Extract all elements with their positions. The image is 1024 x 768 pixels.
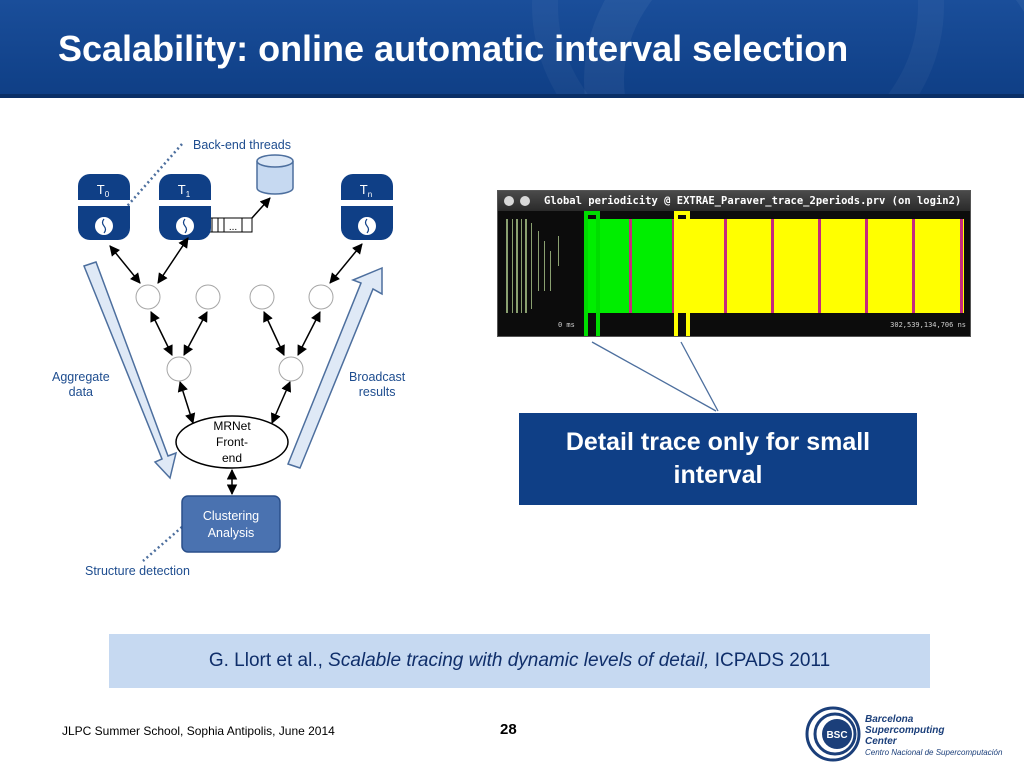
mrnet-frontend-node: [175, 415, 289, 469]
internal-nodes: [135, 284, 334, 382]
trace-timeline: 0 ms 302,539,134,706 ns: [498, 211, 970, 336]
trace-time-start: 0 ms: [558, 321, 575, 329]
citation-bar: G. Llort et al., Scalable tracing with d…: [109, 634, 930, 688]
slide-title: Scalability: online automatic interval s…: [58, 28, 849, 69]
backend-threads-label: Back-end threads: [193, 138, 291, 152]
bsc-line3: Center: [865, 736, 897, 747]
window-close-icon: [504, 196, 514, 206]
broadcast-arrow: [287, 266, 383, 469]
thread-subscript: n: [368, 190, 372, 199]
structure-pointer-line: [142, 526, 183, 562]
callout-line2: interval: [673, 461, 763, 489]
citation-venue: ICPADS 2011: [714, 650, 831, 671]
trace-window-titlebar: Global periodicity @ EXTRAE_Paraver_trac…: [498, 191, 970, 211]
clustering-label-2: Analysis: [208, 526, 255, 540]
thread-node-t1: T1: [159, 174, 211, 240]
callout-pointer-yellow: [680, 341, 719, 412]
thread-letter: T: [360, 182, 368, 197]
database-icon: [256, 154, 294, 195]
aggregate-data-label: Aggregate data: [52, 370, 110, 400]
tree-edges: [109, 237, 363, 496]
aggregate-arrow: [83, 261, 178, 480]
callout-line1: Detail trace only for small: [565, 428, 871, 456]
frontend-label-3: end: [222, 451, 242, 465]
buffer-icon: ...: [205, 217, 253, 233]
window-minimize-icon: [520, 196, 530, 206]
bsc-logo: BSC Barcelona Supercomputing Center Cent…: [803, 706, 1018, 762]
broadcast-label-line2: results: [358, 385, 396, 399]
callout-pointer-green: [591, 341, 717, 412]
bsc-mark-text: BSC: [826, 730, 847, 741]
bsc-logo-mark: BSC: [805, 706, 861, 762]
detail-trace-callout: Detail trace only for small interval: [519, 413, 917, 505]
trace-window: Global periodicity @ EXTRAE_Paraver_trac…: [497, 190, 971, 337]
aggregate-label-line1: Aggregate: [52, 370, 110, 384]
structure-detection-label: Structure detection: [85, 564, 190, 578]
svg-text:T1: T1: [178, 182, 191, 199]
footer-event: JLPC Summer School, Sophia Antipolis, Ju…: [62, 724, 335, 738]
trace-window-title: Global periodicity @ EXTRAE_Paraver_trac…: [544, 195, 962, 207]
frontend-label-2: Front-: [216, 435, 248, 449]
trace-noise-region: [506, 219, 559, 313]
backend-pointer-line: [121, 143, 183, 213]
thread-subscript: 1: [186, 190, 191, 199]
citation-paper: Scalable tracing with dynamic levels of …: [328, 650, 710, 671]
thread-node-tn: Tn: [341, 174, 393, 240]
bsc-line4: Centro Nacional de Supercomputación: [865, 748, 1003, 757]
svg-text:T0: T0: [97, 182, 110, 199]
frontend-label-1: MRNet: [213, 419, 251, 433]
bsc-line2: Supercomputing: [865, 725, 945, 736]
trace-time-end: 302,539,134,706 ns: [890, 321, 966, 329]
header-underline: [0, 94, 1024, 98]
aggregate-label-line2: data: [68, 385, 94, 399]
thread-subscript: 0: [105, 190, 110, 199]
thread-letter: T: [97, 182, 105, 197]
slide-header: Scalability: online automatic interval s…: [0, 0, 1024, 94]
page-number: 28: [500, 721, 517, 738]
broadcast-results-label: Broadcast results: [349, 370, 405, 400]
thread-letter: T: [178, 182, 186, 197]
buffer-dots: ...: [229, 222, 237, 233]
svg-text:Tn: Tn: [360, 182, 372, 199]
clustering-label-1: Clustering: [203, 509, 259, 523]
citation-authors: G. Llort et al.,: [208, 650, 323, 671]
bsc-line1: Barcelona: [865, 714, 914, 725]
thread-node-t0: T0: [78, 174, 130, 240]
bsc-logo-text: Barcelona Supercomputing Center Centro N…: [865, 714, 1002, 758]
to-database-arrow: [251, 197, 271, 219]
trace-period-markers: [629, 219, 963, 313]
clustering-analysis-box: [181, 495, 281, 553]
selection-green: [584, 211, 600, 336]
selection-yellow: [674, 211, 690, 336]
broadcast-label-line1: Broadcast: [349, 370, 406, 384]
